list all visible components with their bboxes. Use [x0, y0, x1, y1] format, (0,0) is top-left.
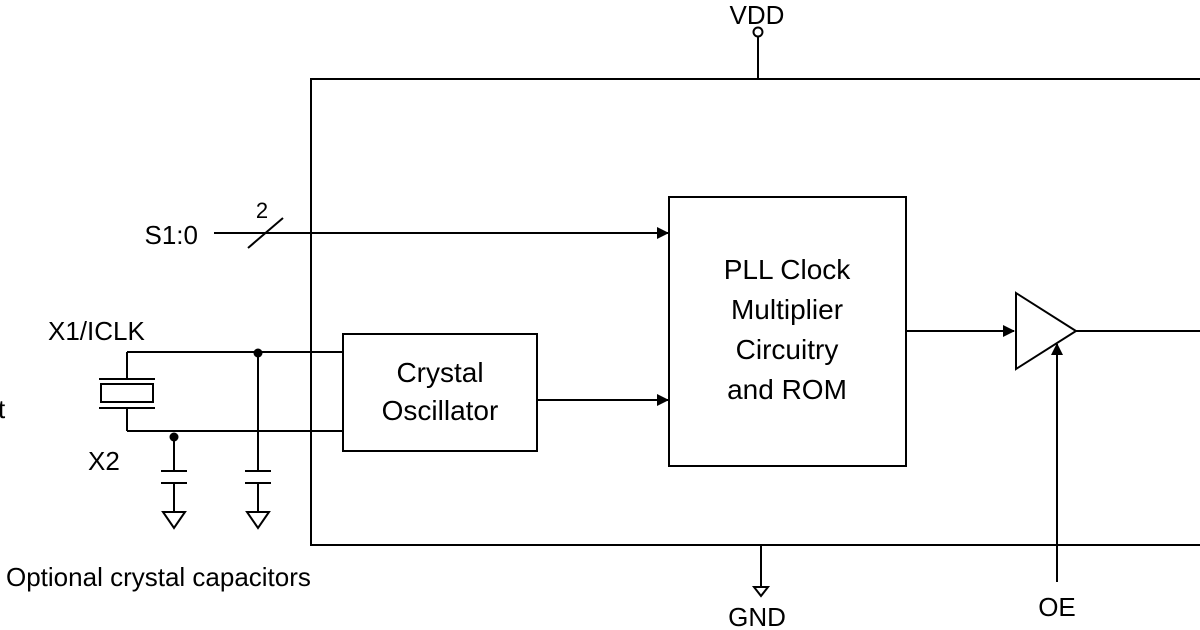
x1-iclk-label: X1/ICLK	[48, 316, 145, 346]
x2-label: X2	[88, 446, 120, 476]
pll-block	[668, 196, 907, 467]
pll-line-1: PLL Clock	[724, 254, 852, 285]
left-edge-label: t	[0, 394, 6, 424]
gnd-symbol	[751, 586, 771, 598]
pll-line-4: and ROM	[727, 374, 847, 405]
s10-label: S1:0	[145, 220, 199, 250]
chip-outline	[310, 78, 1200, 546]
bus-slash	[247, 217, 284, 249]
vdd-label: VDD	[730, 0, 785, 30]
output-buffer	[1015, 291, 1078, 371]
pll-line-2: Multiplier	[731, 294, 843, 325]
crystal-osc-line-1: Crystal	[396, 357, 483, 388]
crystal-osc-line-2: Oscillator	[382, 395, 499, 426]
crystal-body	[100, 383, 154, 403]
cap2-ground-symbol	[161, 511, 187, 530]
vdd-pin	[752, 26, 764, 38]
crystal-osc-block	[342, 333, 538, 452]
capacitors-caption: Optional crystal capacitors	[6, 562, 311, 592]
gnd-label: GND	[728, 602, 786, 630]
pll-line-3: Circuitry	[736, 334, 839, 365]
oe-label: OE	[1038, 592, 1076, 622]
bus-width-label: 2	[256, 198, 268, 223]
cap1-ground-symbol	[245, 511, 271, 530]
